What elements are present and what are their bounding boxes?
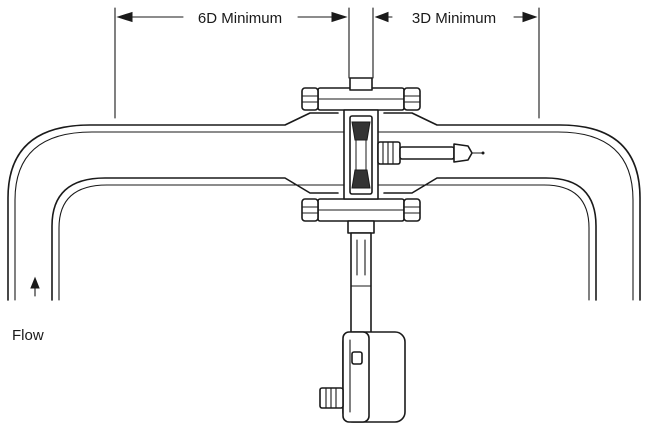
pipe-outer-wall-inner-line-right: [431, 131, 634, 301]
pipe-inner-wall-second-line-left: [58, 184, 291, 301]
bolt-upper-left: [301, 87, 319, 111]
pipe-outer-wall-left: [7, 112, 339, 301]
upstream-dimension: 6D Minimum: [114, 7, 350, 119]
upstream-dimension-label: 6D Minimum: [198, 10, 282, 27]
pipe-outer-wall-right: [383, 112, 641, 301]
housing-screw: [351, 351, 363, 365]
transmitter-housing-cover: [342, 331, 370, 423]
meter-vane-center: [355, 139, 367, 171]
arrowhead-left: [116, 11, 133, 23]
pipe-inner-wall-right: [383, 177, 597, 301]
flange-assembly: [301, 77, 485, 222]
pipe-inner-wall-left: [51, 177, 339, 301]
flange-stem-top: [349, 77, 373, 91]
arrowhead-right: [522, 11, 538, 23]
meter-vane-top: [351, 121, 371, 141]
meter-vane-bottom: [351, 169, 371, 189]
pipe-inner-wall-second-line-right: [431, 184, 590, 301]
probe-pin-end: [481, 151, 485, 155]
pipe-outer-wall-inner-line-left: [14, 131, 291, 301]
bolt-lower-right: [403, 198, 421, 222]
downstream-dimension-label: 3D Minimum: [412, 10, 496, 27]
flow-arrow-head: [30, 276, 40, 289]
probe-tip: [453, 143, 473, 163]
flow-label: Flow: [12, 327, 44, 344]
downstream-dimension: 3D Minimum: [372, 7, 540, 119]
pipe: [7, 112, 641, 301]
stem-tube: [350, 232, 372, 334]
bolt-upper-right: [403, 87, 421, 111]
flow-indicator: Flow: [12, 276, 44, 344]
transmitter-assembly: [319, 220, 406, 423]
stem-collar: [347, 220, 375, 234]
probe-fitting: [377, 141, 401, 165]
arrowhead-right: [331, 11, 348, 23]
bolt-lower-left: [301, 198, 319, 222]
probe-stem: [399, 146, 455, 160]
